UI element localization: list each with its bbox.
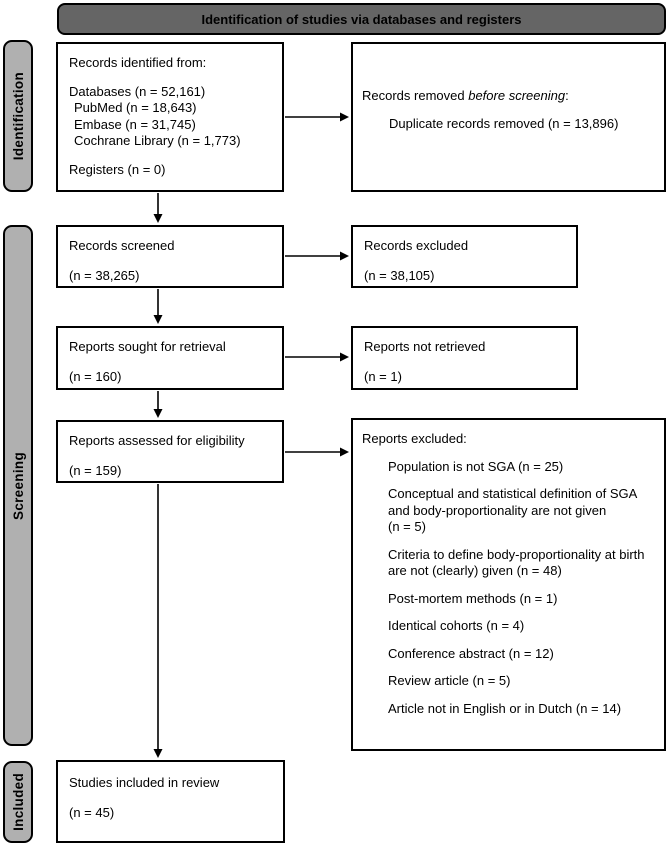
stage-label-identification: Identification xyxy=(3,40,33,192)
reports-excluded-item-abstract: Conference abstract (n = 12) xyxy=(388,645,554,661)
records-identified-source-cochrane: Cochrane Library (n = 1,773) xyxy=(74,133,241,148)
records-identified-title: Records identified from: xyxy=(69,55,207,70)
records-removed-title: Records removed before screening: xyxy=(362,88,569,103)
reports-excluded-item-language: Article not in English or in Dutch (n = … xyxy=(388,700,622,716)
banner-title: Identification of studies via databases … xyxy=(201,11,522,27)
banner-header: Identification of studies via databases … xyxy=(57,3,666,35)
studies-included-label: Studies included in review xyxy=(69,775,220,790)
box-reports-assessed: Reports assessed for eligibility (n = 15… xyxy=(56,420,284,483)
reports-sought-count: (n = 160) xyxy=(69,368,122,384)
stage-label-identification-text: Identification xyxy=(10,71,26,161)
studies-included-count: (n = 45) xyxy=(69,804,115,820)
reports-assessed-count: (n = 159) xyxy=(69,462,122,478)
records-screened-label: Records screened xyxy=(69,238,175,253)
reports-excluded-item-review: Review article (n = 5) xyxy=(388,673,511,688)
records-identified-registers: Registers (n = 0) xyxy=(69,161,166,177)
box-reports-not-retrieved: Reports not retrieved (n = 1) xyxy=(351,326,578,390)
reports-sought-label: Reports sought for retrieval xyxy=(69,339,226,354)
reports-excluded-item-postmortem: Post-mortem methods (n = 1) xyxy=(388,590,558,606)
reports-not-retrieved-count: (n = 1) xyxy=(364,368,402,384)
reports-excluded-item-definition: Conceptual and statistical definition of… xyxy=(388,486,638,534)
box-reports-excluded: Reports excluded: Population is not SGA … xyxy=(351,418,666,751)
reports-excluded-item-cohorts: Identical cohorts (n = 4) xyxy=(388,618,525,633)
records-excluded-count: (n = 38,105) xyxy=(364,267,435,283)
reports-assessed-label: Reports assessed for eligibility xyxy=(69,433,245,448)
stage-label-included: Included xyxy=(3,761,33,843)
reports-excluded-item-population: Population is not SGA (n = 25) xyxy=(388,458,564,474)
box-studies-included: Studies included in review (n = 45) xyxy=(56,760,285,843)
box-reports-sought: Reports sought for retrieval (n = 160) xyxy=(56,326,284,390)
box-records-excluded: Records excluded (n = 38,105) xyxy=(351,225,578,288)
reports-excluded-title: Reports excluded: xyxy=(362,431,467,446)
reports-excluded-item-criteria: Criteria to define body-proportionality … xyxy=(388,546,645,579)
records-identified-databases: Databases (n = 52,161) xyxy=(69,83,206,99)
box-records-screened: Records screened (n = 38,265) xyxy=(56,225,284,288)
stage-label-included-text: Included xyxy=(10,773,26,831)
box-records-identified: Records identified from: Databases (n = … xyxy=(56,42,284,192)
stage-label-screening: Screening xyxy=(3,225,33,746)
reports-not-retrieved-label: Reports not retrieved xyxy=(364,339,486,354)
records-excluded-label: Records excluded xyxy=(364,238,469,253)
records-removed-title-italic: before screening xyxy=(468,88,566,103)
records-identified-source-pubmed: PubMed (n = 18,643) xyxy=(74,100,197,115)
records-identified-source-embase: Embase (n = 31,745) xyxy=(74,116,196,132)
records-screened-count: (n = 38,265) xyxy=(69,267,140,283)
box-records-removed: Records removed before screening: Duplic… xyxy=(351,42,666,192)
records-removed-detail: Duplicate records removed (n = 13,896) xyxy=(389,115,619,131)
stage-label-screening-text: Screening xyxy=(10,451,26,520)
